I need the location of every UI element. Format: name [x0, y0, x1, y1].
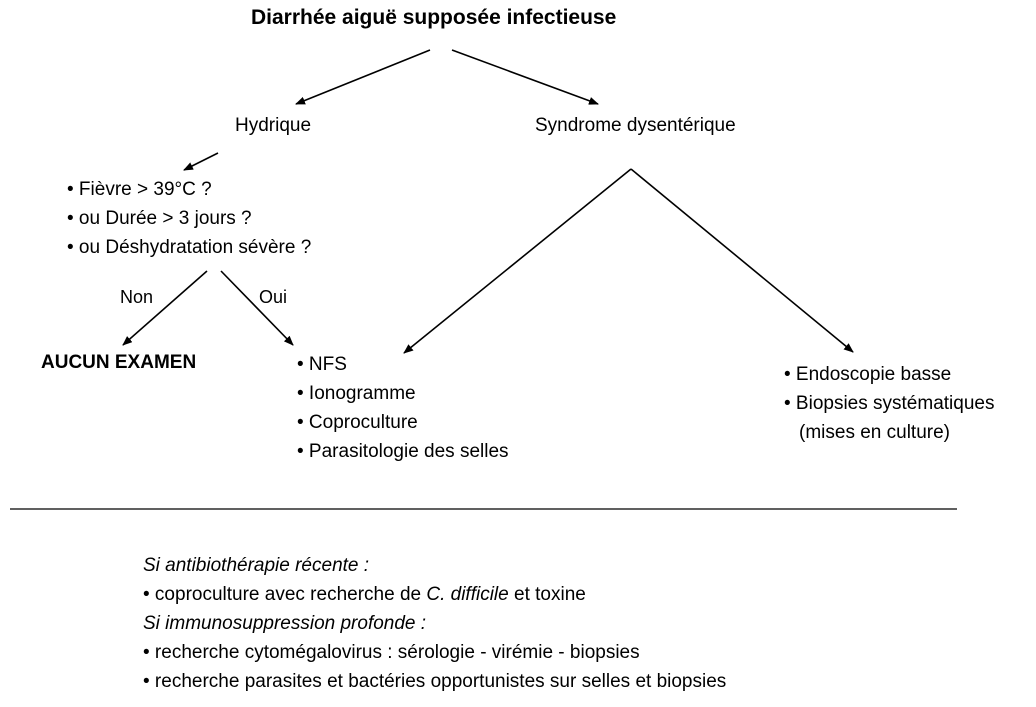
arrow-hydrique-to-criteria: [183, 152, 219, 171]
exam-item: • NFS: [297, 354, 347, 375]
arrow-dysenterique-to-right: [630, 168, 854, 353]
exam-item-note: (mises en culture): [799, 422, 950, 443]
edge-label-no: Non: [120, 287, 154, 307]
notes-block: Si antibiothérapie récente : • coprocult…: [143, 551, 726, 696]
arrow-criteria-to-no: [122, 270, 208, 346]
note-item-suffix: et toxine: [508, 584, 586, 605]
exam-list-right: • Endoscopie basse • Biopsies systématiq…: [784, 360, 994, 447]
note-item-prefix: • coproculture avec recherche de: [143, 584, 427, 605]
exam-item: • Endoscopie basse: [784, 364, 952, 385]
exam-item: • Coproculture: [297, 412, 418, 433]
criteria-list: • Fièvre > 39°C ? • ou Durée > 3 jours ?…: [67, 175, 311, 262]
note-heading-antibio: Si antibiothérapie récente :: [143, 555, 370, 576]
note-item-immuno: • recherche cytomégalovirus : sérologie …: [143, 642, 640, 663]
arrow-criteria-to-yes: [220, 270, 294, 346]
arrow-title-to-dysenterique: [451, 49, 599, 105]
arrow-title-to-hydrique: [295, 49, 431, 105]
branch-dysenterique: Syndrome dysentérique: [535, 115, 736, 136]
note-item-organism: C. difficile: [426, 584, 509, 605]
criteria-item: • ou Durée > 3 jours ?: [67, 208, 252, 229]
exam-list-middle: • NFS • Ionogramme • Coproculture • Para…: [297, 350, 509, 466]
note-heading-immuno: Si immunosuppression profonde :: [143, 613, 427, 634]
note-item-antibio: • coproculture avec recherche de C. diff…: [143, 580, 726, 609]
note-item-immuno: • recherche parasites et bactéries oppor…: [143, 671, 727, 692]
criteria-item: • ou Déshydratation sévère ?: [67, 237, 312, 258]
exam-item: • Parasitologie des selles: [297, 441, 509, 462]
edge-label-yes: Oui: [259, 287, 288, 307]
exam-item: • Ionogramme: [297, 383, 416, 404]
diagram-title: Diarrhée aiguë supposée infectieuse: [251, 6, 617, 29]
criteria-item: • Fièvre > 39°C ?: [67, 179, 212, 200]
branch-hydrique: Hydrique: [235, 115, 312, 136]
outcome-no-exam: AUCUN EXAMEN: [41, 352, 197, 373]
arrow-dysenterique-to-middle: [403, 168, 632, 354]
exam-item: • Biopsies systématiques: [784, 393, 995, 414]
